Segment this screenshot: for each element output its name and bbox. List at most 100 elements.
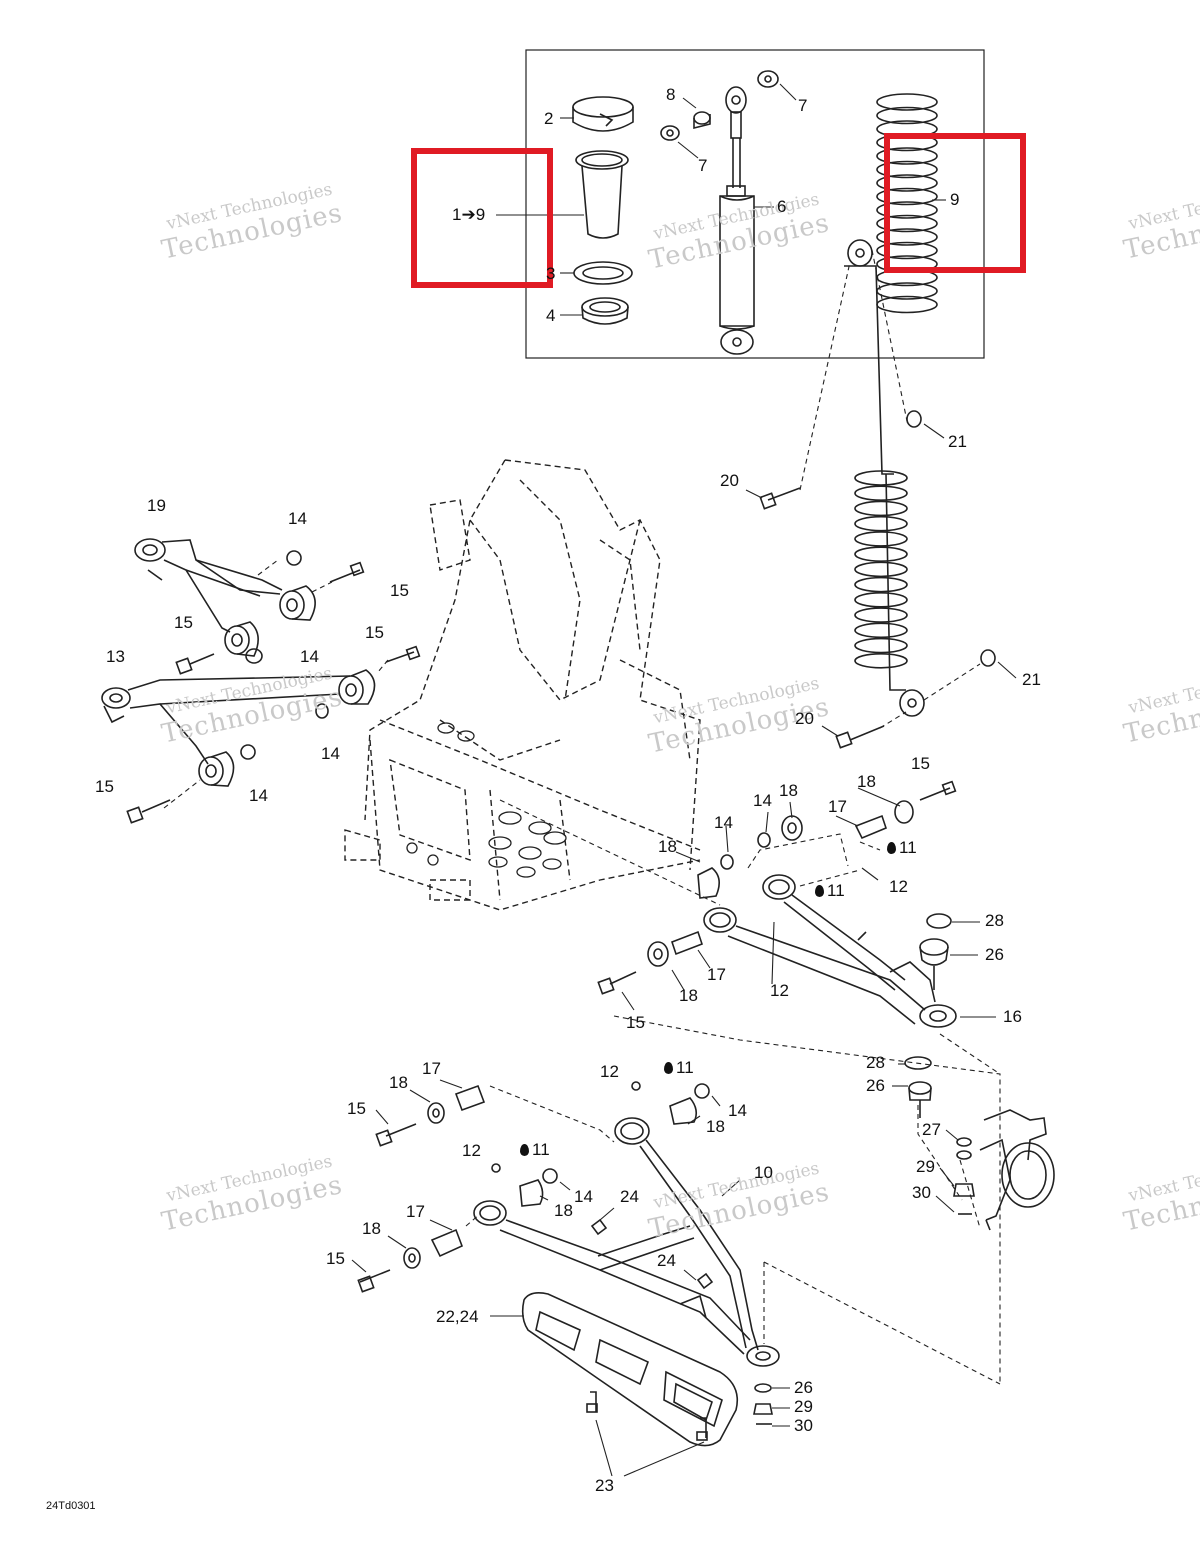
shock-solid-leaders bbox=[745, 423, 1017, 737]
callout: 23 bbox=[595, 1476, 614, 1495]
upper-left-a-arm bbox=[134, 538, 283, 633]
callout: 1➔9 bbox=[452, 205, 486, 224]
washers-part-7 bbox=[660, 70, 779, 141]
callout: 18 bbox=[706, 1117, 725, 1136]
spring-coil bbox=[876, 201, 938, 219]
callout: 15 bbox=[365, 623, 384, 642]
callout: 14 bbox=[288, 509, 307, 528]
shock-absorber-part-6 bbox=[719, 86, 755, 355]
callout: 4 bbox=[546, 306, 556, 325]
knuckle-leaders bbox=[892, 1063, 959, 1213]
callout: 29 bbox=[916, 1157, 935, 1176]
spring-coil bbox=[876, 241, 938, 260]
callout: 14 bbox=[714, 813, 733, 832]
callout: 15 bbox=[326, 1249, 345, 1268]
spring-coil bbox=[854, 470, 908, 486]
callout-lubricant: 11 bbox=[815, 882, 845, 900]
callout: 15 bbox=[95, 777, 114, 796]
inset-panel bbox=[525, 49, 985, 359]
lubricant-drop-icon bbox=[815, 885, 824, 897]
spring-coil bbox=[854, 531, 908, 547]
callout: 14 bbox=[574, 1187, 593, 1206]
callout: 10 bbox=[754, 1163, 773, 1182]
callout: 26 bbox=[794, 1378, 813, 1397]
callout: 15 bbox=[911, 754, 930, 773]
spring-coil bbox=[854, 652, 908, 669]
vehicle-frame bbox=[344, 459, 701, 911]
spring-coil bbox=[854, 637, 908, 654]
spring-coil bbox=[876, 160, 938, 179]
spring-coil bbox=[854, 561, 908, 578]
spring-coil bbox=[876, 106, 938, 125]
callout: 18 bbox=[779, 781, 798, 800]
mid-solid-leaders bbox=[621, 787, 996, 1018]
callout: 13 bbox=[106, 647, 125, 666]
callout: 17 bbox=[828, 797, 847, 816]
bushing-tube-part bbox=[575, 150, 629, 239]
spring-coil bbox=[854, 546, 908, 562]
callout: 19 bbox=[147, 496, 166, 515]
shock-spring-assembly bbox=[844, 239, 925, 717]
callout: 17 bbox=[422, 1059, 441, 1078]
callout: 6 bbox=[777, 197, 787, 216]
frame-holes bbox=[406, 722, 567, 878]
callout: 12 bbox=[889, 877, 908, 896]
callout: 18 bbox=[857, 772, 876, 791]
callout: 17 bbox=[707, 965, 726, 984]
callout: 21 bbox=[1022, 670, 1041, 689]
callout: 7 bbox=[698, 156, 708, 175]
callout: 30 bbox=[794, 1416, 813, 1435]
steering-knuckle bbox=[904, 1056, 1055, 1231]
callout: 14 bbox=[753, 791, 772, 810]
callout: 7 bbox=[798, 96, 808, 115]
spring-seat-part-2 bbox=[572, 96, 634, 132]
callout: 18 bbox=[658, 837, 677, 856]
drawing-code: 24Td0301 bbox=[46, 1500, 96, 1512]
callout: 14 bbox=[300, 647, 319, 666]
spring-coil bbox=[876, 228, 938, 246]
upper-arm-bolts bbox=[126, 561, 421, 824]
lower-a-arm-10 bbox=[473, 1117, 780, 1367]
callout: 16 bbox=[1003, 1007, 1022, 1026]
upper-arm-bushings bbox=[224, 550, 316, 664]
callout: 26 bbox=[866, 1076, 885, 1095]
callout: 28 bbox=[985, 911, 1004, 930]
spring-coil bbox=[854, 607, 908, 623]
washer-part-3 bbox=[573, 261, 633, 285]
front-arm-bushings bbox=[597, 780, 957, 995]
lower-left-a-arm bbox=[101, 675, 351, 765]
callout: 28 bbox=[866, 1053, 885, 1072]
callout: 12 bbox=[600, 1062, 619, 1081]
callout: 26 bbox=[985, 945, 1004, 964]
spring-coil bbox=[854, 485, 908, 502]
callout: 18 bbox=[679, 986, 698, 1005]
callout: 18 bbox=[389, 1073, 408, 1092]
callout: 22,24 bbox=[436, 1307, 479, 1326]
callout-lubricant: 11 bbox=[887, 839, 917, 857]
spring-coil bbox=[876, 93, 938, 111]
ball-joint-26-28 bbox=[919, 913, 952, 990]
spring-coil bbox=[876, 214, 938, 233]
callout: 27 bbox=[922, 1120, 941, 1139]
mid-leaders bbox=[499, 799, 1001, 1384]
bushing-part-8 bbox=[693, 111, 711, 130]
coil-spring-part-9 bbox=[876, 93, 938, 314]
callout: 15 bbox=[347, 1099, 366, 1118]
lower-arm-bushings bbox=[198, 669, 376, 787]
spring-coil bbox=[854, 500, 908, 517]
callout: 9 bbox=[950, 190, 960, 209]
front-a-arm-16 bbox=[703, 874, 957, 1028]
lower-solid-leaders bbox=[351, 1079, 790, 1477]
callout: 12 bbox=[770, 981, 789, 1000]
callout-lubricant: 11 bbox=[520, 1141, 550, 1159]
spring-coil bbox=[876, 147, 938, 165]
shock-leaders bbox=[799, 249, 981, 729]
callout: 8 bbox=[666, 85, 676, 104]
inset-leader-lines bbox=[496, 83, 946, 316]
callout: 24 bbox=[620, 1187, 639, 1206]
callout: 29 bbox=[794, 1397, 813, 1416]
spring-coil bbox=[854, 576, 908, 593]
callout-lubricant: 11 bbox=[664, 1059, 694, 1077]
